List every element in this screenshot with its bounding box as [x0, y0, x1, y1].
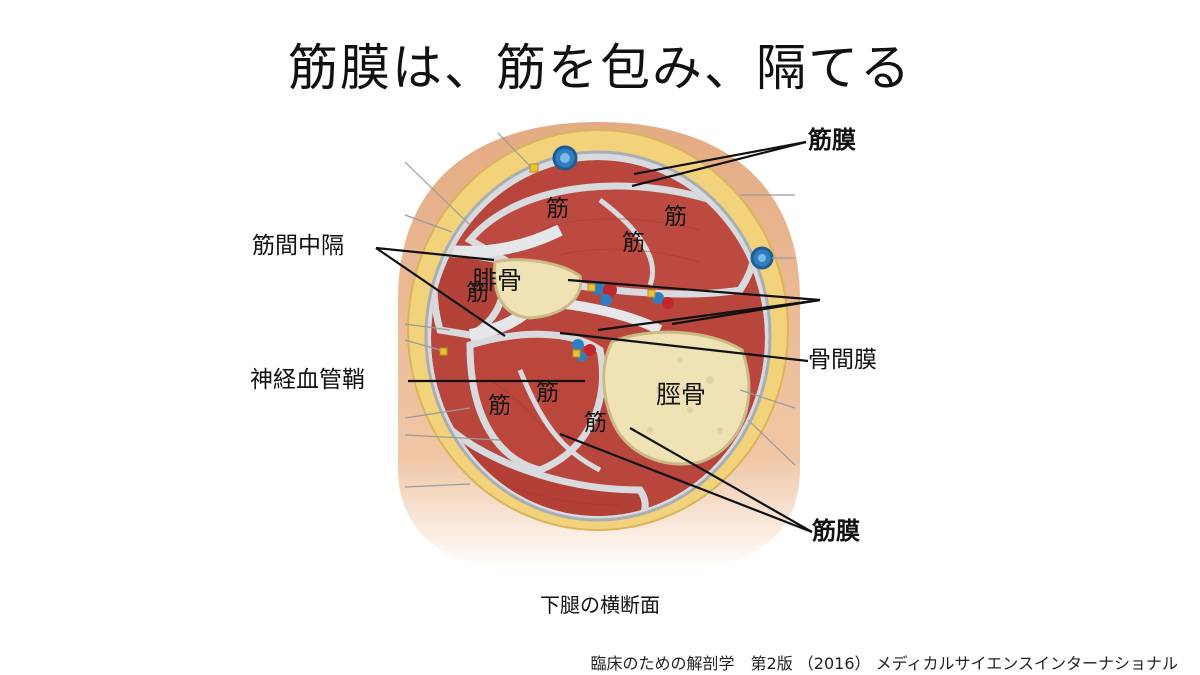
interosseous-membrane-label: 骨間膜	[808, 347, 877, 373]
muscle-label-5: 筋	[536, 380, 559, 406]
muscle-label-7: 筋	[584, 410, 607, 436]
fascia-label-bottom: 筋膜	[812, 517, 860, 545]
slide-title: 筋膜は、筋を包み、隔てる	[288, 39, 912, 97]
figure-caption: 下腿の横断面	[540, 593, 660, 617]
fibula-label: 腓骨	[472, 266, 523, 295]
tibia-bone	[602, 330, 751, 466]
muscle-label-4: 筋	[466, 280, 489, 306]
source-citation: 臨床のための解剖学 第2版 （2016） メディカルサイエンスインターナショナル	[590, 654, 1178, 673]
muscle-label-3: 筋	[622, 230, 645, 256]
nerves	[439, 163, 656, 358]
septum-band	[439, 224, 563, 258]
septum-label: 筋間中隔	[252, 233, 344, 259]
muscle-label-6: 筋	[488, 393, 511, 419]
figure-leader-lines	[404, 132, 796, 488]
fascia-label-top: 筋膜	[808, 126, 856, 154]
tibia-label: 脛骨	[656, 380, 707, 409]
annotation-lines	[375, 140, 821, 534]
neurovascular-sheath-label: 神経血管鞘	[250, 367, 365, 393]
muscle-label-2: 筋	[664, 204, 687, 230]
fibula-bone	[493, 258, 583, 320]
muscle-label-1: 筋	[546, 196, 569, 222]
